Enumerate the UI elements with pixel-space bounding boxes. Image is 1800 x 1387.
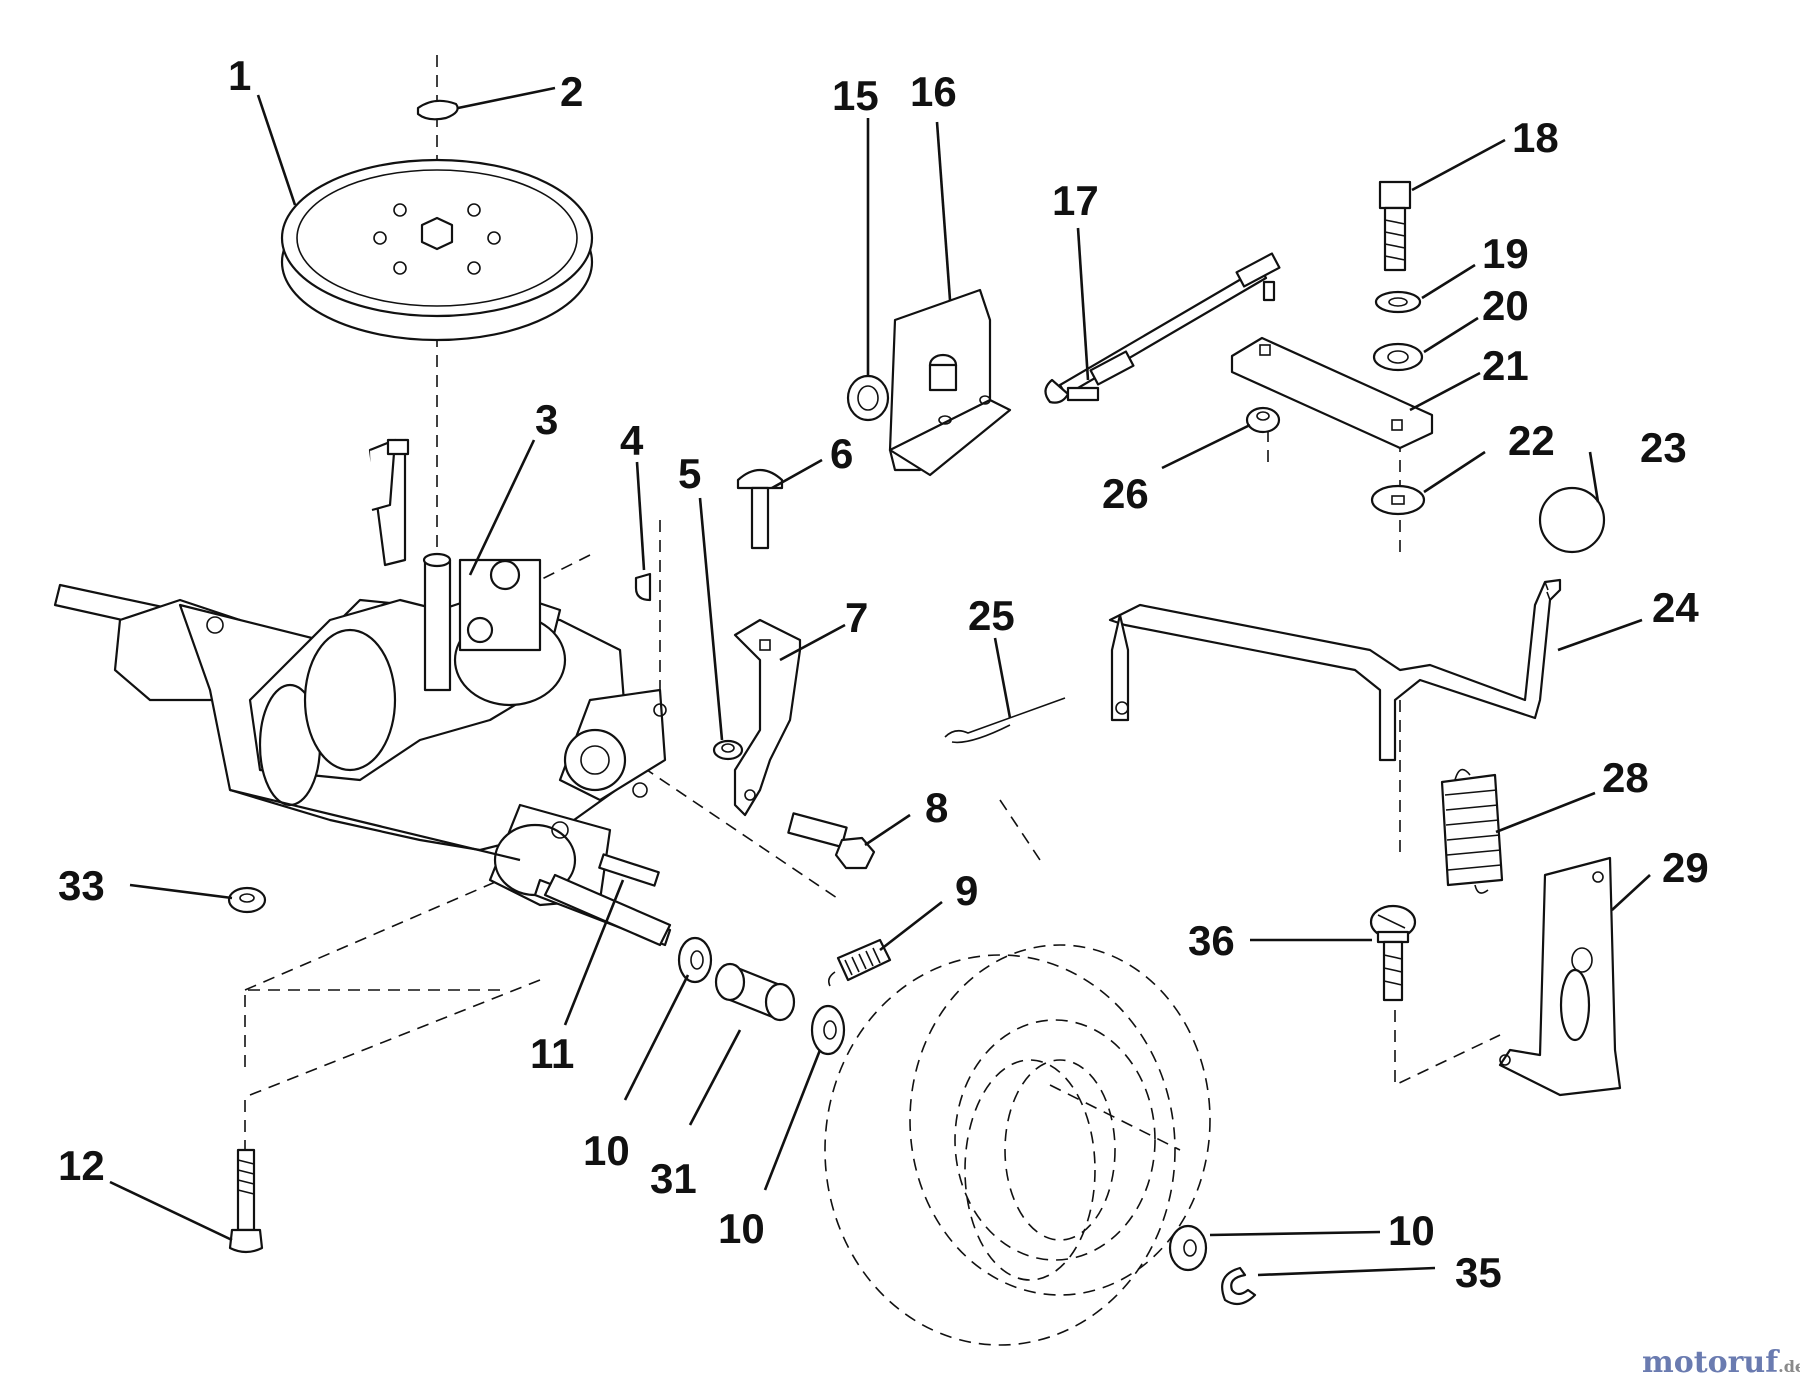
shift-rod-17 bbox=[1044, 252, 1281, 404]
carriage-bolt bbox=[736, 468, 784, 550]
callout-19: 19 bbox=[1482, 230, 1529, 277]
callout-26: 26 bbox=[1102, 470, 1149, 517]
watermark-brand: motoruf bbox=[1642, 1345, 1780, 1380]
callout-9: 9 bbox=[955, 867, 978, 914]
callout-2: 2 bbox=[560, 68, 583, 115]
callout-33: 33 bbox=[58, 862, 105, 909]
callout-18: 18 bbox=[1512, 114, 1559, 161]
bracket-29 bbox=[1498, 856, 1622, 1097]
callout-28: 28 bbox=[1602, 754, 1649, 801]
callout-36: 36 bbox=[1188, 917, 1235, 964]
bracket-7 bbox=[733, 618, 802, 817]
washer-10a bbox=[677, 936, 713, 984]
callout-17: 17 bbox=[1052, 177, 1099, 224]
callout-8: 8 bbox=[925, 784, 948, 831]
e-clip-top bbox=[416, 99, 459, 121]
bolt-18 bbox=[1378, 180, 1412, 272]
callout-35: 35 bbox=[1455, 1249, 1502, 1296]
watermark-text: motoruf.de bbox=[1642, 1345, 1800, 1380]
bracket-16 bbox=[888, 288, 1012, 477]
pulley bbox=[280, 158, 594, 342]
washer-10b bbox=[810, 1004, 846, 1056]
screw-36 bbox=[1369, 904, 1417, 1002]
callout-6: 6 bbox=[830, 430, 853, 477]
callout-24: 24 bbox=[1652, 584, 1699, 631]
washer-10c bbox=[1168, 1224, 1208, 1272]
callout-20: 20 bbox=[1482, 282, 1529, 329]
leader-lines bbox=[109, 86, 1651, 1277]
lock-washer-19 bbox=[1374, 290, 1422, 314]
watermark-suffix: .de bbox=[1778, 1357, 1800, 1376]
washer-22 bbox=[1370, 484, 1426, 516]
callout-11: 11 bbox=[530, 1030, 574, 1077]
knob-23 bbox=[1538, 486, 1606, 554]
wheel-tire bbox=[824, 944, 1211, 1346]
e-clip-35 bbox=[1221, 1266, 1257, 1306]
callout-21: 21 bbox=[1482, 342, 1529, 389]
callout-4: 4 bbox=[620, 417, 644, 464]
hex-bolt-8 bbox=[787, 812, 876, 870]
spacer-31 bbox=[714, 962, 796, 1022]
washer-20 bbox=[1372, 342, 1424, 372]
callout-25: 25 bbox=[968, 592, 1015, 639]
callout-5: 5 bbox=[678, 450, 701, 497]
callout-22: 22 bbox=[1508, 417, 1555, 464]
woodruff-key bbox=[634, 572, 652, 602]
callout-1: 1 bbox=[228, 52, 251, 99]
callout-15: 15 bbox=[832, 72, 879, 119]
callout-16: 16 bbox=[910, 68, 957, 115]
nut-5 bbox=[712, 739, 744, 761]
spring-9 bbox=[828, 938, 892, 987]
shift-lever-24 bbox=[1108, 578, 1562, 762]
callout-labels: 1 2 3 4 5 6 7 8 9 11 10 31 10 12 33 15 1… bbox=[58, 52, 1709, 1296]
callout-7: 7 bbox=[845, 594, 868, 641]
cotter-pin-25 bbox=[944, 697, 1066, 744]
callout-31: 31 bbox=[650, 1155, 697, 1202]
callout-23: 23 bbox=[1640, 424, 1687, 471]
axle-shaft bbox=[543, 853, 672, 947]
bolt-12 bbox=[228, 1148, 264, 1254]
transaxle bbox=[53, 438, 672, 947]
callout-12: 12 bbox=[58, 1142, 105, 1189]
washer-15 bbox=[846, 374, 890, 422]
watermark: motoruf.de bbox=[1642, 1345, 1800, 1380]
spring-28 bbox=[1440, 768, 1504, 894]
callout-29: 29 bbox=[1662, 844, 1709, 891]
link-plate-21 bbox=[1230, 336, 1434, 450]
callout-10-washer-a: 10 bbox=[583, 1127, 630, 1174]
callout-10-washer-b: 10 bbox=[718, 1205, 765, 1252]
nut-33 bbox=[227, 886, 267, 914]
callout-10-washer-c: 10 bbox=[1388, 1207, 1435, 1254]
nut-26 bbox=[1245, 406, 1281, 434]
callout-3: 3 bbox=[535, 396, 558, 443]
